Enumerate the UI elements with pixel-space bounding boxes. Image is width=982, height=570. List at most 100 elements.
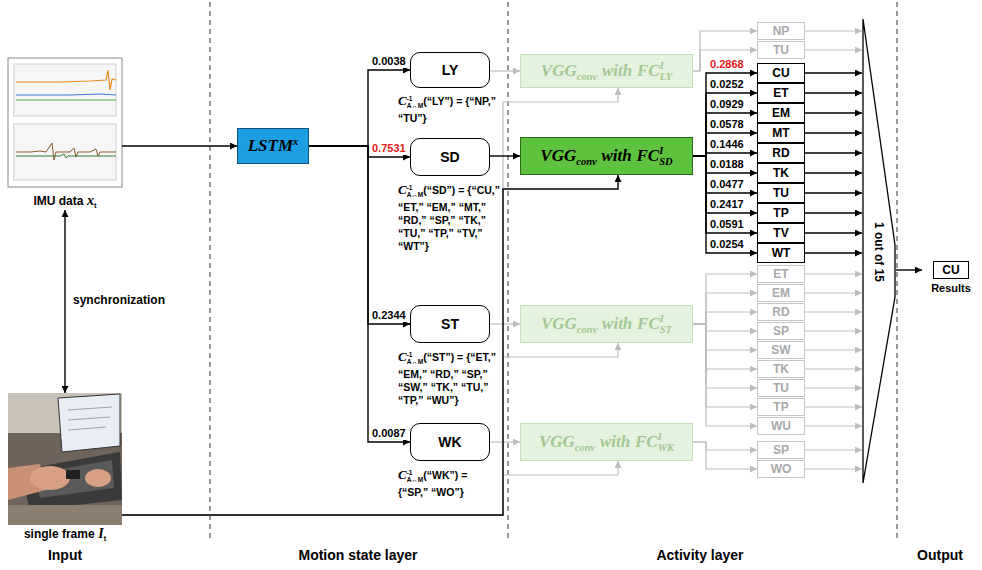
probability-value: 0.2344	[371, 309, 407, 322]
node-text: ST	[660, 324, 672, 335]
screen-line	[68, 427, 106, 430]
connector-arrow	[490, 441, 520, 442]
screen-line	[68, 417, 110, 420]
column-title: Input	[0, 547, 165, 563]
activity-box: TU	[757, 41, 805, 59]
node-text: EM	[772, 106, 790, 120]
node-text: I	[98, 526, 103, 541]
mapping-formula: C-1A↔M(“WK”) = {“SP,” “WO”}	[398, 466, 500, 499]
node-text: with	[600, 432, 630, 451]
connector-arrow	[693, 324, 757, 369]
node-text: IMU data	[33, 194, 83, 208]
node-text: WU	[771, 419, 791, 433]
plot-panel	[14, 64, 116, 116]
text-line: WO	[771, 462, 792, 476]
node-text: conv	[576, 156, 596, 167]
hand	[85, 469, 111, 487]
node-text: MT	[772, 126, 789, 140]
motion-state-box: LY	[410, 52, 490, 88]
dashed-separator	[508, 2, 509, 540]
formula-part: C	[398, 349, 407, 364]
connector-arrow	[805, 192, 862, 193]
connector-arrow	[309, 70, 410, 146]
laptop-screen	[58, 394, 120, 452]
formula-part: (“LY”) = {“NP,” “TU”}	[398, 95, 496, 124]
signal-line	[16, 154, 116, 158]
connector-arrow	[122, 461, 618, 515]
probability-value: 0.0578	[709, 118, 745, 131]
node-text: CU	[772, 66, 789, 80]
connector-arrow	[122, 145, 237, 146]
motion-state-box: ST	[410, 305, 490, 343]
connector-arrow	[896, 269, 922, 270]
node-text: VGG	[541, 61, 577, 80]
connector-arrow	[693, 293, 757, 324]
connector-arrow	[693, 156, 757, 173]
formula-part: -1	[407, 351, 413, 358]
node-text: conv	[577, 71, 597, 82]
text-line: CU	[772, 66, 789, 80]
text-line: 1 out of 15	[849, 242, 909, 260]
text-line: ST	[441, 316, 459, 332]
connector-arrow	[490, 155, 520, 156]
node-text: TV	[773, 226, 788, 240]
node-text: TP	[773, 206, 788, 220]
node-text: TU	[773, 186, 789, 200]
motion-state-box: SD	[410, 138, 490, 176]
node-text: TK	[773, 362, 789, 376]
image-input: single frameIt	[8, 393, 122, 543]
activity-box: EM	[757, 103, 805, 123]
probability-value: 0.0087	[371, 427, 407, 440]
node-text: LSTM	[248, 136, 293, 155]
node-text: RD	[772, 305, 789, 319]
plot-frame	[8, 58, 122, 187]
text-line: SP	[773, 443, 789, 457]
text-line: VGGconvwithFCIWK	[539, 431, 674, 453]
photo-background	[8, 393, 122, 525]
connector-arrow	[805, 30, 862, 31]
connector-arrow	[805, 273, 862, 274]
node-text: with	[602, 61, 632, 80]
text-line: LY	[442, 62, 459, 78]
formula-part: -1	[407, 95, 413, 102]
connector-arrow	[805, 232, 862, 233]
vgg-classifier-box: VGGconvwithFCIST	[520, 305, 693, 343]
column-title: Activity layer	[600, 547, 800, 563]
connector-arrow	[805, 406, 862, 407]
node-text: VGG	[540, 146, 576, 165]
probability-value: 0.0038	[371, 55, 407, 68]
node-text: FC	[637, 61, 660, 80]
mapping-formula: C-1A↔M(“ST”) = {“ET,” “EM,” “RD,” “SP,” …	[398, 348, 500, 407]
connector-arrow	[693, 324, 757, 331]
text-line: WU	[771, 419, 791, 433]
text-line: RD	[772, 146, 789, 160]
text-line: TU	[773, 186, 789, 200]
node-text: VGG	[541, 314, 577, 333]
activity-box: SP	[757, 322, 805, 340]
formula-part: A↔M	[407, 473, 424, 486]
node-text: WK	[438, 434, 461, 450]
formula-part: A↔M	[407, 188, 424, 201]
connector-arrow	[490, 70, 520, 71]
signal-line	[16, 143, 116, 160]
text-line: VGGconvwithFCILY	[541, 60, 672, 82]
node-text: VGG	[539, 432, 575, 451]
activity-box: TP	[757, 203, 805, 223]
text-line: TU	[773, 43, 789, 57]
node-text: x	[87, 193, 94, 208]
connector-arrow	[693, 324, 757, 407]
node-text: LY	[660, 71, 672, 82]
connector-arrow	[805, 468, 862, 469]
connector-arrow	[693, 113, 757, 156]
node-text: SP	[773, 324, 789, 338]
text-line: WT	[772, 246, 791, 260]
connector-arrow	[805, 72, 862, 73]
screen-line	[68, 407, 112, 410]
vgg-classifier-box: VGGconvwithFCIWK	[520, 423, 693, 461]
sensor-device	[66, 470, 80, 479]
connector-arrow	[693, 73, 757, 156]
text-line: VGGconvwithFCIST	[541, 313, 672, 335]
video-frame-photo	[8, 393, 122, 525]
signal-line	[16, 94, 116, 95]
connector-arrow	[805, 311, 862, 312]
